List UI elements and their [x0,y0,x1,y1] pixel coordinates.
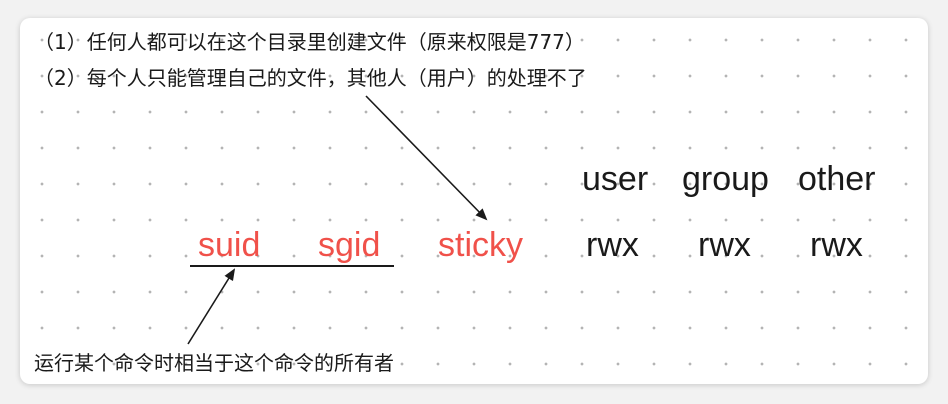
note-line-2: （2）每个人只能管理自己的文件，其他人（用户）的处理不了 [34,66,587,90]
diagram-canvas: （1）任何人都可以在这个目录里创建文件（原来权限是777） （2）每个人只能管理… [20,18,928,384]
label-suid: suid [198,226,261,264]
arrow-bottom-note-to-suid [187,268,236,345]
label-sticky: sticky [438,226,523,264]
perm-group: rwx [698,226,751,264]
note-bottom: 运行某个命令时相当于这个命令的所有者 [34,351,394,375]
perm-other: rwx [810,226,863,264]
perm-user: rwx [586,226,639,264]
header-other: other [798,160,876,198]
label-sgid: sgid [318,226,381,264]
header-user: user [582,160,649,198]
header-group: group [682,160,769,198]
connector-layer [187,95,488,345]
arrow-note-to-sticky [365,95,488,221]
note-line-1: （1）任何人都可以在这个目录里创建文件（原来权限是777） [34,30,585,54]
